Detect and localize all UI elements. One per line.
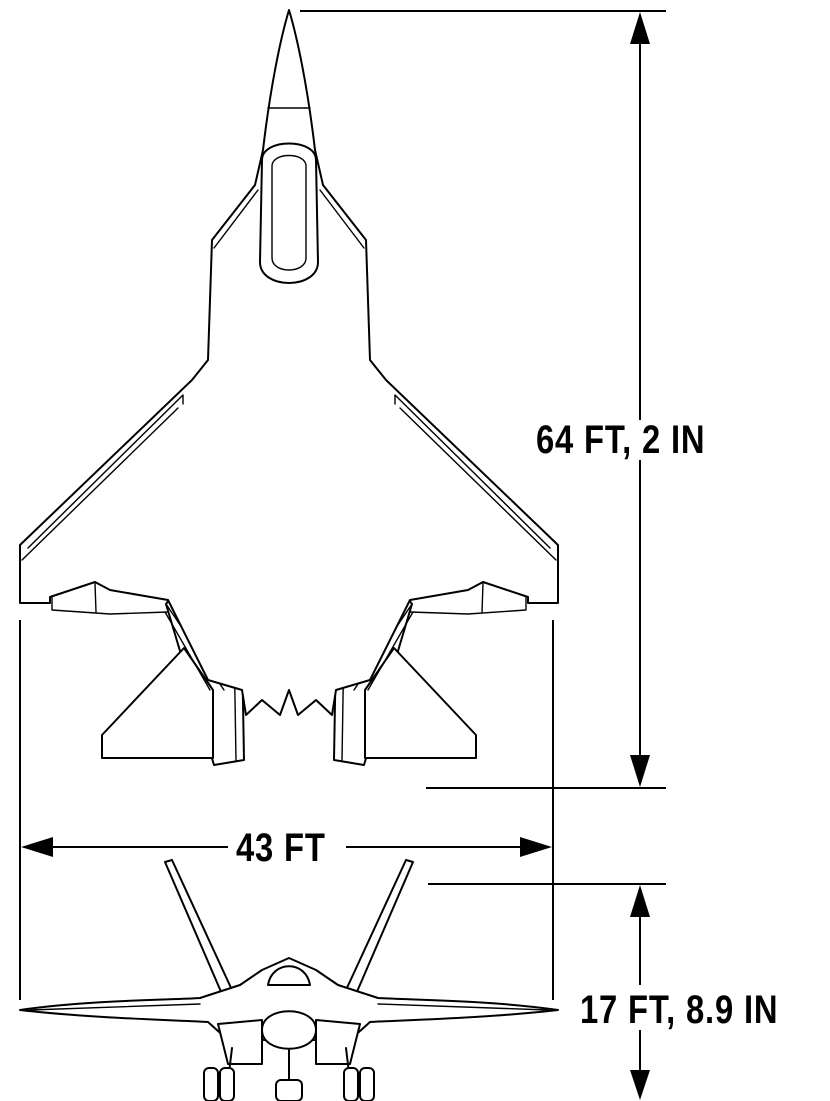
arrow-down-icon [630, 1070, 650, 1100]
horizontal-stabilizer-left [101, 647, 214, 759]
canopy [259, 142, 319, 284]
aircraft-top-view [19, 9, 559, 766]
length-label: 64 FT, 2 IN [536, 418, 706, 462]
front-wing-outline [19, 957, 559, 1041]
horizontal-stabilizer-right [364, 647, 477, 759]
arrow-up-icon [630, 12, 650, 44]
height-dimension [428, 883, 666, 1100]
arrow-down-icon [630, 755, 650, 787]
length-dimension [300, 10, 666, 789]
fuselage-and-wing-outline [19, 9, 559, 716]
wingspan-label: 43 FT [236, 826, 326, 870]
aircraft-front-view [19, 859, 559, 1101]
arrow-right-icon [520, 837, 552, 857]
arrow-left-icon [21, 837, 53, 857]
wingspan-dimension [19, 620, 554, 1000]
arrow-up-icon [630, 885, 650, 917]
height-label: 17 FT, 8.9 IN [580, 988, 779, 1032]
